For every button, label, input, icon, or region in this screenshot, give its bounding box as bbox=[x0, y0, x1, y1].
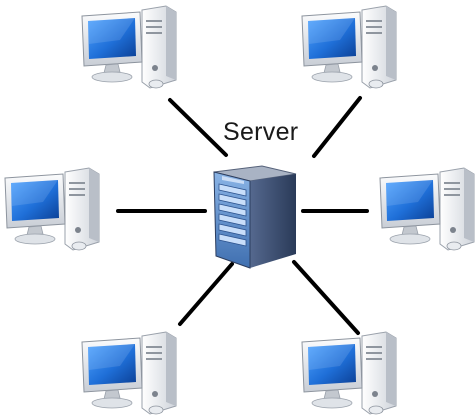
link-bottom-left bbox=[178, 262, 234, 326]
client-computer-left-icon bbox=[4, 167, 100, 251]
client-computer-bottom-right-icon bbox=[301, 331, 397, 415]
link-bottom-right bbox=[292, 260, 360, 335]
client-computer-top-right-icon bbox=[301, 5, 397, 89]
link-top-left bbox=[168, 98, 228, 157]
client-computer-top-left-icon bbox=[81, 5, 177, 89]
server-tower-icon bbox=[213, 165, 297, 269]
connection-lines bbox=[116, 96, 369, 335]
client-computer-right-icon bbox=[379, 167, 475, 251]
client-computer-bottom-left-icon bbox=[81, 331, 177, 415]
server-label: Server bbox=[223, 118, 299, 146]
link-top-right bbox=[312, 96, 362, 158]
